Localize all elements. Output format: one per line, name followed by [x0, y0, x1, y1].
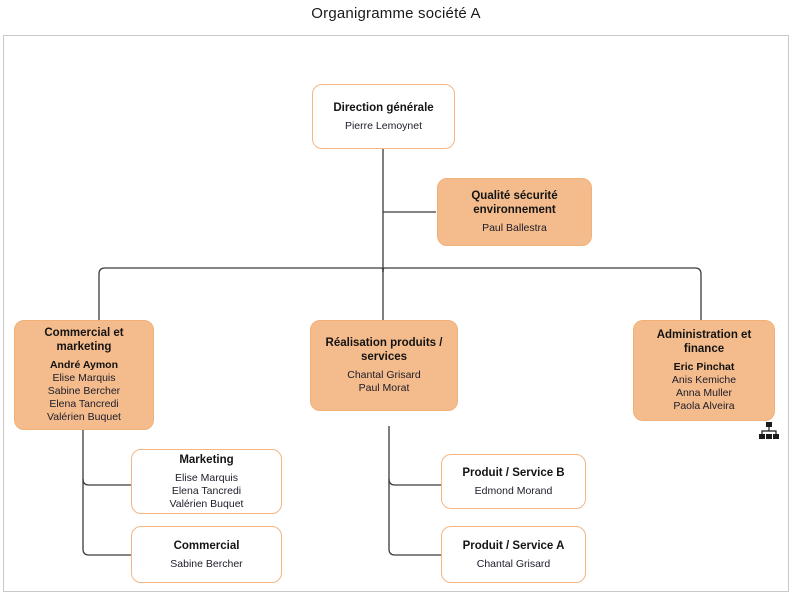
node-title: Produit / Service B: [462, 466, 565, 479]
person: Valérien Buquet: [169, 497, 244, 510]
node-title: Produit / Service A: [462, 539, 565, 552]
node-title: Administration et finance: [656, 329, 752, 355]
page-title: Organigramme société A: [311, 5, 481, 22]
node-people: André Aymon Elise Marquis Sabine Bercher…: [47, 359, 121, 424]
node-title: Marketing: [179, 453, 234, 466]
node-people: Chantal Grisard Paul Morat: [347, 369, 421, 395]
node-title: Réalisation produits / services: [325, 337, 443, 363]
person: Valérien Buquet: [47, 411, 121, 423]
hierarchy-icon: [759, 422, 779, 439]
node-people: Chantal Grisard: [477, 558, 551, 571]
person: Paola Alveira: [673, 400, 735, 412]
person: Eric Pinchat: [673, 361, 735, 373]
node-direction-generale[interactable]: Direction générale Pierre Lemoynet: [312, 84, 455, 149]
node-people: Paul Ballestra: [482, 222, 547, 235]
person: Elena Tancredi: [171, 484, 242, 497]
node-title: Qualité sécurité environnement: [471, 190, 558, 216]
person: Chantal Grisard: [476, 557, 551, 570]
person: Anis Kemiche: [671, 374, 737, 386]
node-people: Pierre Lemoynet: [345, 120, 422, 133]
node-title: Direction générale: [333, 101, 434, 114]
node-people: Eric Pinchat Anis Kemiche Anna Muller Pa…: [672, 361, 736, 413]
node-people: Elise Marquis Elena Tancredi Valérien Bu…: [170, 472, 244, 511]
node-commercial[interactable]: Commercial Sabine Bercher: [131, 526, 282, 583]
person: Paul Morat: [358, 382, 410, 394]
person: Elise Marquis: [52, 372, 116, 384]
node-people: Edmond Morand: [475, 485, 553, 498]
node-title: Commercial et marketing: [44, 327, 124, 353]
person: Edmond Morand: [474, 484, 553, 497]
node-produit-service-a[interactable]: Produit / Service A Chantal Grisard: [441, 526, 586, 583]
person: Chantal Grisard: [347, 369, 421, 381]
person: Sabine Bercher: [47, 385, 121, 397]
node-administration-et-finance[interactable]: Administration et finance Eric Pinchat A…: [633, 320, 775, 421]
node-marketing[interactable]: Marketing Elise Marquis Elena Tancredi V…: [131, 449, 282, 514]
person: Anna Muller: [675, 387, 732, 399]
node-people: Sabine Bercher: [170, 558, 242, 571]
person: Paul Ballestra: [482, 222, 547, 234]
person: Sabine Bercher: [170, 557, 243, 570]
node-realisation-produits-services[interactable]: Réalisation produits / services Chantal …: [310, 320, 458, 411]
chart-canvas: Direction générale Pierre Lemoynet Quali…: [3, 35, 789, 592]
person: Pierre Lemoynet: [344, 119, 423, 132]
node-title: Commercial: [173, 539, 240, 552]
node-produit-service-b[interactable]: Produit / Service B Edmond Morand: [441, 454, 586, 509]
node-commercial-et-marketing[interactable]: Commercial et marketing André Aymon Elis…: [14, 320, 154, 430]
node-qualite-securite-environnement[interactable]: Qualité sécurité environnement Paul Ball…: [437, 178, 592, 246]
person: Elise Marquis: [174, 471, 238, 484]
person: André Aymon: [49, 359, 119, 371]
person: Elena Tancredi: [49, 398, 119, 410]
